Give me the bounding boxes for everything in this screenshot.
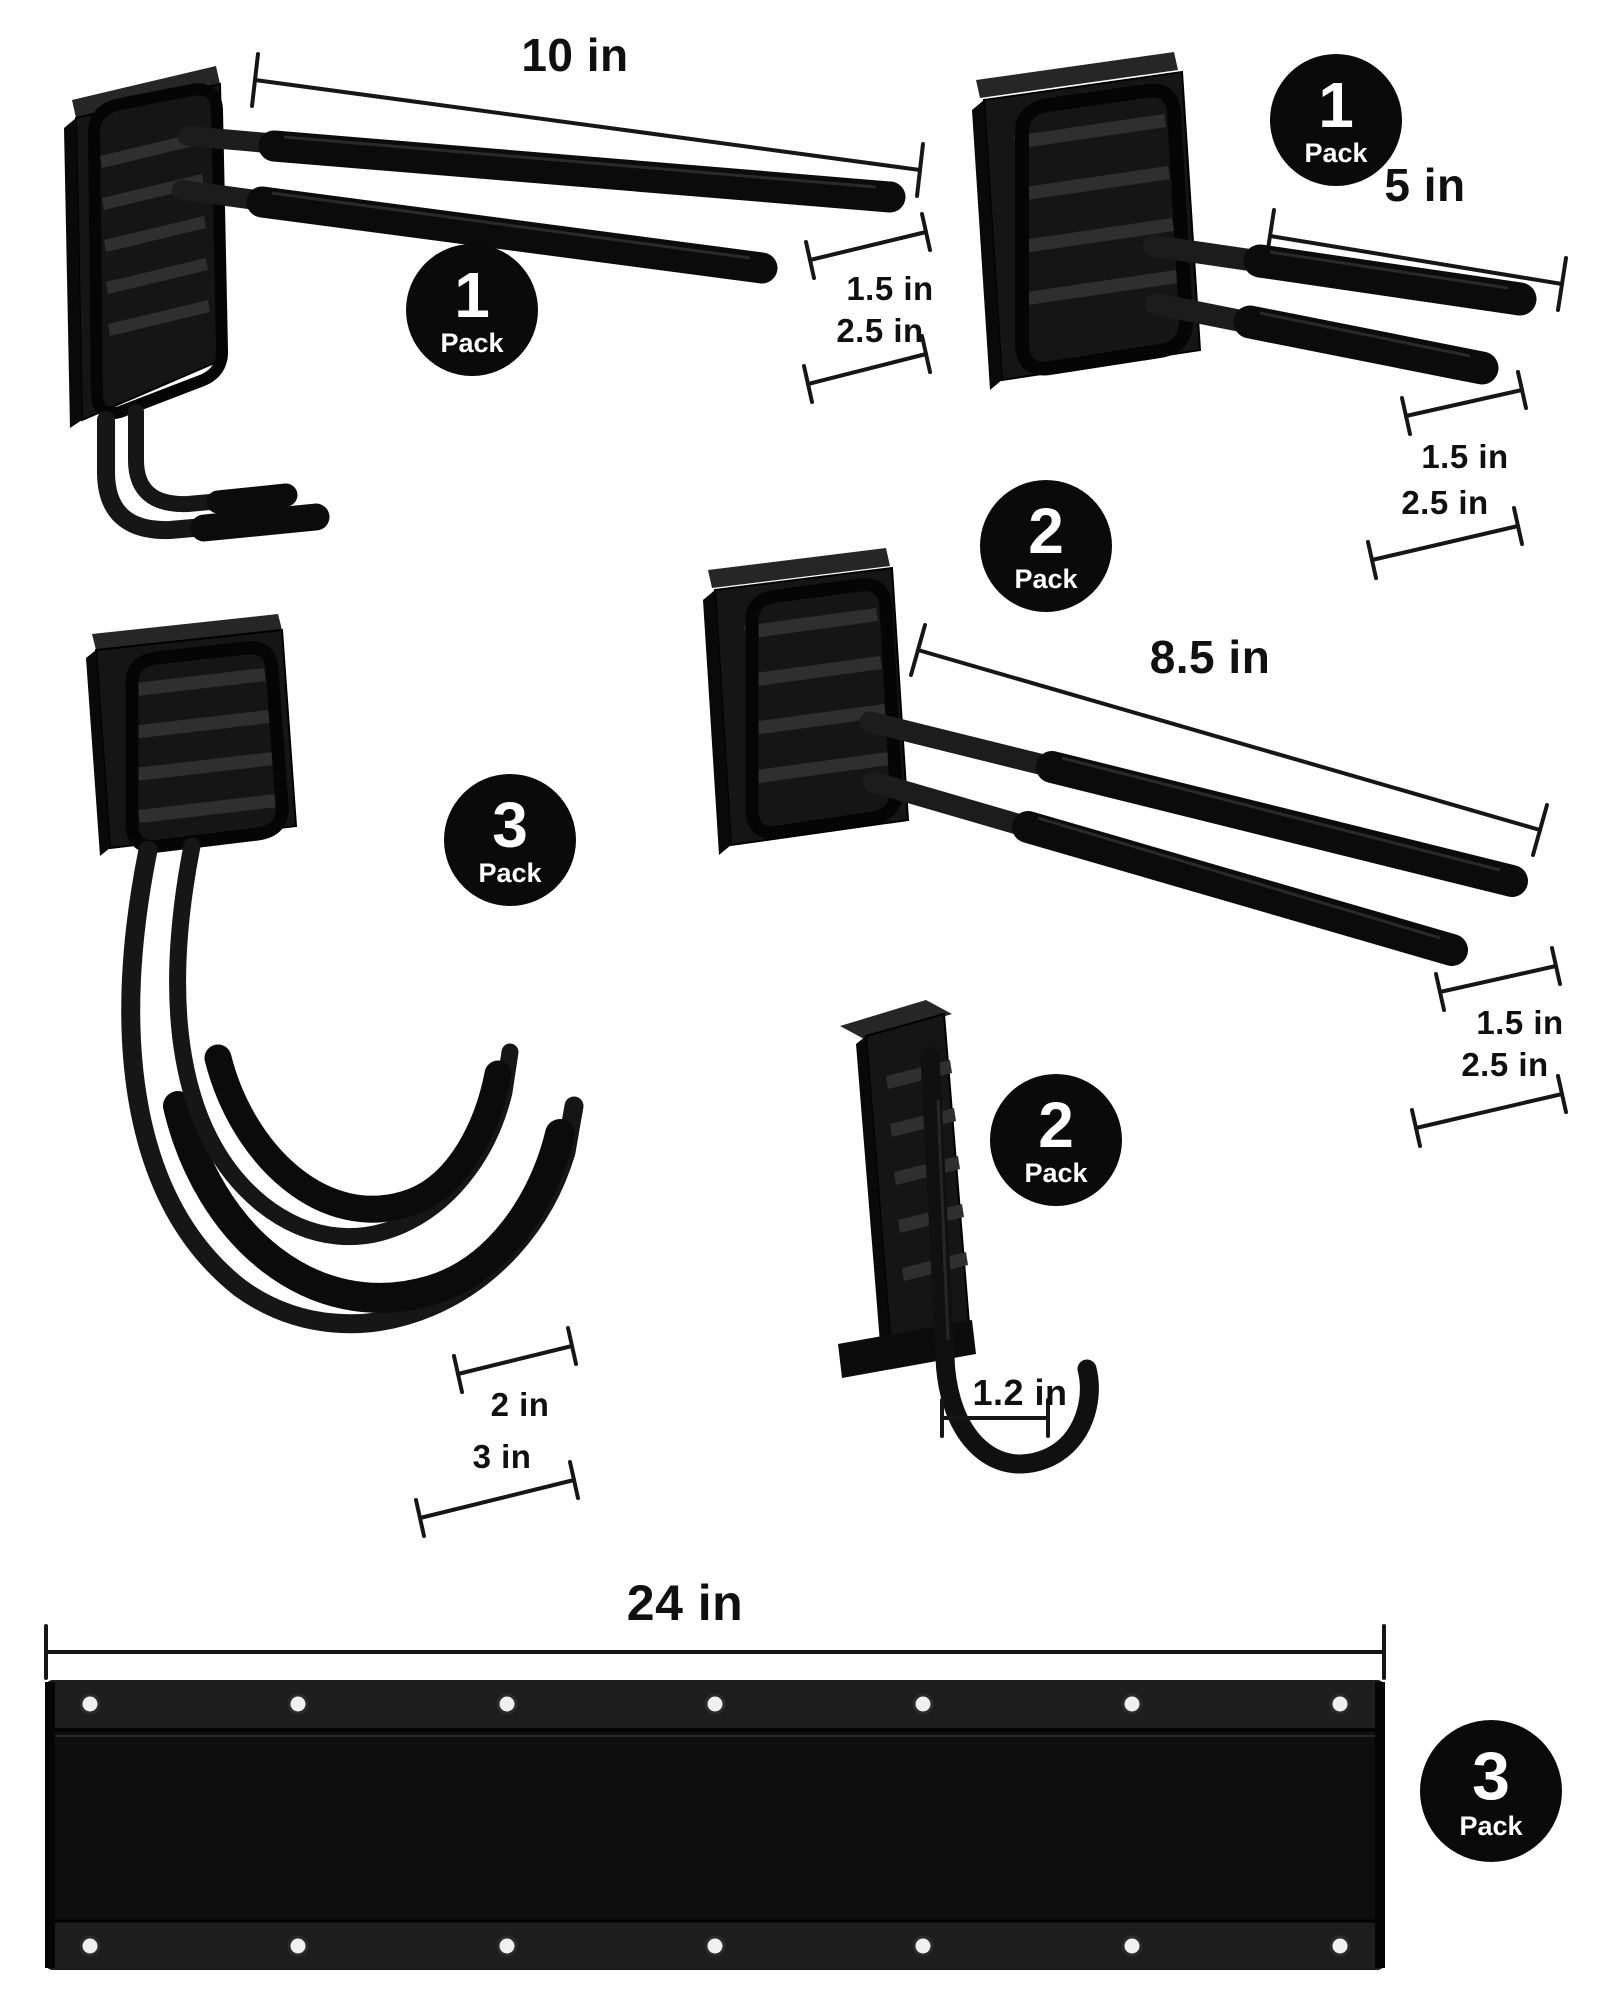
dim-line-base-depth (414, 1460, 580, 1538)
hook-arms (1143, 235, 1537, 385)
product-flat-double-hook: 10 in 1.5 in 2.5 in 1 Pack (20, 20, 940, 580)
hook-body (838, 1000, 1099, 1474)
foam-grip (1233, 305, 1499, 385)
hook-arms (859, 711, 1528, 966)
dim-label-tip-spacing: 2 in (490, 1386, 550, 1423)
backplate (86, 614, 298, 856)
dim-label-length: 8.5 in (1149, 631, 1271, 683)
backplate (703, 548, 910, 855)
pack-count: 2 (1028, 495, 1064, 567)
dim-label-base-depth: 2.5 in (1461, 1046, 1549, 1083)
dim-label-tip-spacing: 1.5 in (1421, 438, 1509, 475)
pack-label: Pack (1459, 1811, 1523, 1841)
dim-label-length: 24 in (626, 1575, 744, 1631)
pack-count: 1 (1318, 69, 1354, 141)
dim-line-length (250, 52, 925, 198)
pack-count: 3 (492, 789, 528, 861)
j-rod (920, 1046, 1099, 1474)
backplate (972, 52, 1202, 390)
loop-arms (121, 837, 584, 1334)
loop-hook-illustration (86, 614, 584, 1538)
dim-label-tip-spacing: 1.5 in (1476, 1004, 1564, 1041)
dim-label-base-depth: 3 in (472, 1438, 532, 1475)
dim-label-opening-width: 1.2 in (972, 1372, 1068, 1413)
pack-badge: 2 Pack (980, 480, 1112, 612)
pack-badge: 1 Pack (406, 244, 538, 376)
j-hook-illustration (838, 1000, 1099, 1474)
utility-hook-8-5in-illustration (703, 548, 1568, 1148)
pack-badge: 3 Pack (444, 774, 576, 906)
screw-holes (79, 1693, 1351, 1957)
foam-grip (163, 1091, 575, 1313)
pack-label: Pack (440, 328, 504, 358)
dim-line-base-depth (802, 334, 932, 404)
product-j-hook: 1.2 in 2 Pack (780, 980, 1180, 1560)
pack-label: Pack (478, 858, 542, 888)
foam-grip (1012, 811, 1468, 966)
product-loop-hook: 2 in 3 in 3 Pack (60, 600, 680, 1540)
dim-line-base-depth (1366, 506, 1524, 580)
dim-line-tip-spacing (1434, 946, 1562, 1012)
dim-line-length (44, 1624, 1386, 1680)
product-utility-hook-8-5in: 8.5 in 1.5 in 2.5 in 2 Pack (660, 480, 1600, 1180)
pack-badge: 2 Pack (990, 1074, 1122, 1206)
utility-hook-5in-illustration (972, 52, 1568, 580)
pack-badge: 1 Pack (1270, 54, 1402, 186)
product-mounting-rail: 24 in 3 Pack (30, 1560, 1590, 1990)
dim-line-tip-spacing (452, 1326, 578, 1394)
foam-grip (258, 130, 906, 213)
pack-label: Pack (1304, 138, 1368, 168)
dim-label-tip-spacing: 1.5 in (846, 270, 934, 307)
dim-line-length (909, 623, 1549, 857)
dim-line-tip-spacing (1400, 370, 1528, 436)
foam-grip (1243, 244, 1537, 316)
pack-label: Pack (1024, 1158, 1088, 1188)
hook-arms (172, 126, 906, 284)
dim-label-base-depth: 2.5 in (1401, 484, 1489, 521)
backplate (64, 66, 228, 428)
pack-count: 2 (1038, 1089, 1074, 1161)
flat-double-hook-illustration (64, 52, 932, 542)
pack-label: Pack (1014, 564, 1078, 594)
bottom-hook (97, 404, 330, 542)
pack-count: 3 (1472, 1738, 1510, 1814)
dim-line-base-depth (1410, 1074, 1568, 1148)
mounting-rail-illustration (44, 1624, 1386, 1970)
dim-line-tip-spacing (804, 212, 932, 280)
product-utility-hook-5in: 5 in 1.5 in 2.5 in 1 Pack (940, 40, 1600, 600)
pack-count: 1 (454, 259, 490, 331)
dim-label-length: 10 in (521, 29, 629, 81)
foam-grip (204, 1044, 512, 1223)
rail-body (45, 1680, 1385, 1970)
foam-grip (1036, 751, 1528, 897)
dim-line-opening-width (940, 1398, 1050, 1438)
dim-label-base-depth: 2.5 in (836, 312, 924, 349)
dim-label-length: 5 in (1384, 159, 1466, 211)
pack-badge: 3 Pack (1420, 1720, 1562, 1862)
foam-grip (246, 186, 778, 284)
